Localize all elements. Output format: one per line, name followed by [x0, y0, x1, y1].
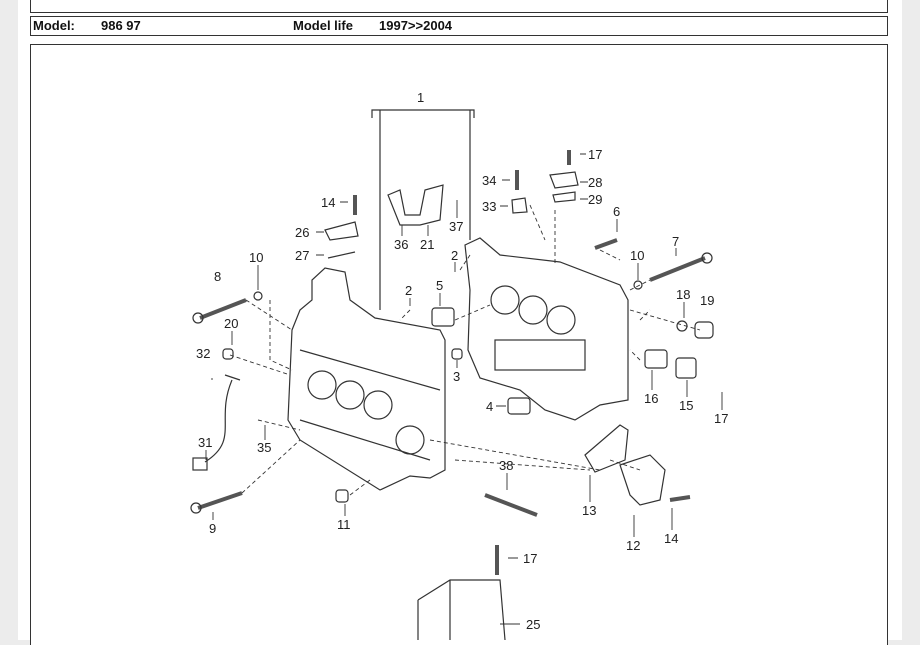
- callout: 29: [588, 192, 602, 207]
- callout: 37: [449, 219, 463, 234]
- gasket-16: [644, 349, 668, 369]
- callout: 12: [626, 538, 640, 553]
- callout: 4: [486, 399, 493, 414]
- callout: 27: [295, 248, 309, 263]
- diagram-drawing: [190, 109, 723, 640]
- callout: 32: [196, 346, 210, 361]
- callout: 26: [295, 225, 309, 240]
- callout: 9: [209, 521, 216, 536]
- callout: 8: [214, 269, 221, 284]
- callout: 7: [672, 234, 679, 249]
- model-value: 986 97: [101, 18, 141, 33]
- callout: 33: [482, 199, 496, 214]
- callout: 38: [499, 458, 513, 473]
- callout: 10: [249, 250, 263, 265]
- callout: 2: [451, 248, 458, 263]
- bracket-26: [324, 221, 359, 259]
- callout: 28: [588, 175, 602, 190]
- leader-lines: [229, 204, 701, 496]
- callout: 17: [714, 411, 728, 426]
- plug-19: [694, 321, 714, 339]
- callout: 31: [198, 435, 212, 450]
- oil-window: [494, 339, 586, 371]
- callout: 3: [453, 369, 460, 384]
- bolts: [197, 238, 706, 517]
- callout: 18: [676, 287, 690, 302]
- callout: 14: [664, 531, 678, 546]
- model-life-label: Model life: [293, 18, 353, 33]
- o-ring-10: [253, 291, 263, 301]
- callout: 35: [257, 440, 271, 455]
- callout: 20: [224, 316, 238, 331]
- callout: 36: [394, 237, 408, 252]
- top-frame: [30, 0, 888, 13]
- crankcase-left: [287, 267, 446, 491]
- callout: 5: [436, 278, 443, 293]
- callout: 17: [588, 147, 602, 162]
- callout: 34: [482, 173, 496, 188]
- callout: 21: [420, 237, 434, 252]
- callout: 15: [679, 398, 693, 413]
- callout: 16: [644, 391, 658, 406]
- gasket-4: [507, 397, 531, 415]
- callout: 11: [337, 517, 351, 532]
- sensor-cable: [204, 374, 241, 463]
- callout: 17: [523, 551, 537, 566]
- model-label: Model:: [33, 18, 75, 33]
- callout: 2: [405, 283, 412, 298]
- gasket-15: [675, 357, 697, 379]
- callout: 25: [526, 617, 540, 632]
- bracket-12: [619, 454, 666, 506]
- model-life-value: 1997>>2004: [379, 18, 453, 33]
- callout: 14: [321, 195, 335, 210]
- callout: 1: [417, 90, 424, 105]
- callout: 6: [613, 204, 620, 219]
- callout: 19: [700, 293, 714, 308]
- gasket-13: [584, 424, 629, 473]
- group-bracket: [371, 109, 475, 310]
- crankcase-right: [464, 237, 629, 421]
- cylinder-bore: [307, 370, 337, 400]
- diagram-frame: [30, 44, 888, 645]
- model-bar: Model: 986 97 Model life 1997>>2004: [30, 16, 888, 36]
- callout-labels: 1 17 34 28 14 33 29 37 6 26 36 21 7 27 2…: [196, 90, 728, 632]
- callout: 13: [582, 503, 596, 518]
- callout: 10: [630, 248, 644, 263]
- guide-21: [387, 184, 444, 226]
- gasket-5: [431, 307, 455, 327]
